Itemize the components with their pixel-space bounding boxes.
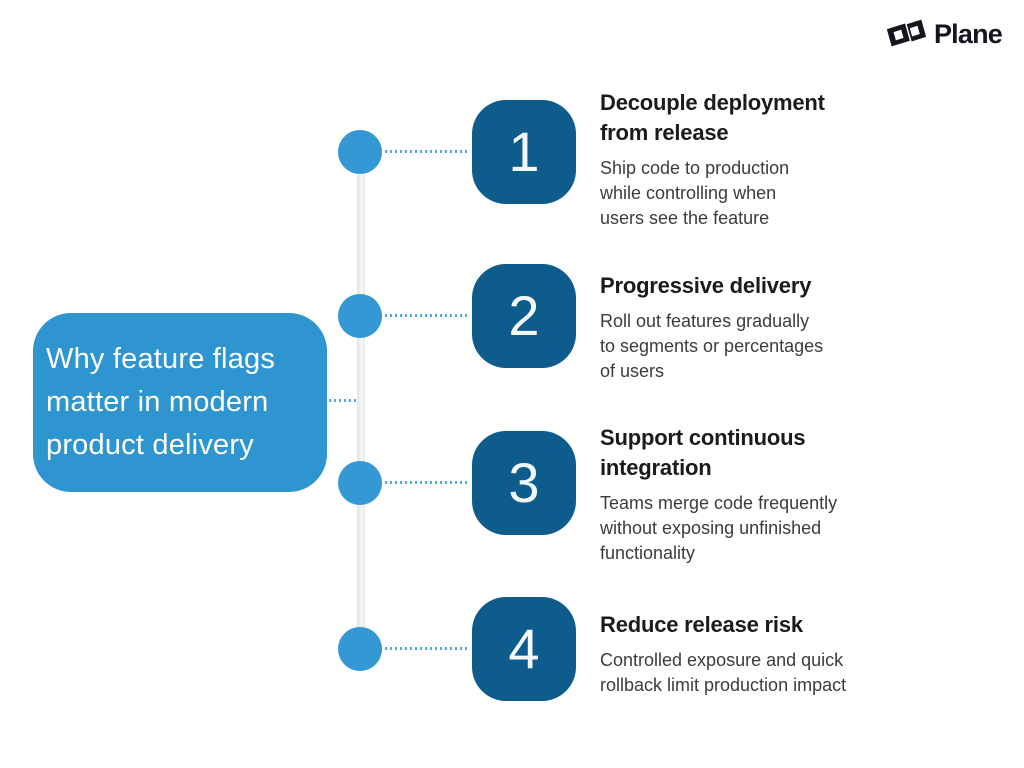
timeline-node-dot [338, 461, 382, 505]
step-number: 4 [508, 617, 540, 680]
step-content: Support continuous integration Teams mer… [600, 423, 940, 566]
step-number: 1 [508, 120, 540, 183]
step-heading: Support continuous integration [600, 425, 806, 480]
timeline-node-dot [338, 294, 382, 338]
page-title: Why feature flags matter in modern produ… [46, 343, 276, 461]
dotted-connector [385, 150, 470, 153]
step-number-badge: 1 [472, 100, 576, 204]
step-content: Decouple deployment from release Ship co… [600, 88, 940, 231]
step-description: Teams merge code frequently without expo… [600, 493, 838, 563]
step-description: Roll out features gradually to segments … [600, 311, 824, 381]
timeline-item-2: 2 Progressive delivery Roll out features… [338, 236, 998, 396]
step-description: Controlled exposure and quick rollback l… [600, 650, 847, 695]
plane-logo-icon [884, 19, 927, 49]
timeline-item-3: 3 Support continuous integration Teams m… [338, 403, 998, 563]
timeline-node-dot [338, 130, 382, 174]
step-heading: Reduce release risk [600, 612, 803, 637]
step-number-badge: 4 [472, 597, 576, 701]
timeline-item-4: 4 Reduce release risk Controlled exposur… [338, 569, 998, 729]
step-content: Progressive delivery Roll out features g… [600, 271, 940, 384]
step-number-badge: 3 [472, 431, 576, 535]
dotted-connector [385, 481, 470, 484]
title-card: Why feature flags matter in modern produ… [33, 313, 327, 492]
step-number: 2 [508, 284, 540, 347]
timeline-spine [357, 152, 365, 649]
step-number: 3 [508, 451, 540, 514]
step-heading: Decouple deployment from release [600, 90, 825, 145]
dotted-connector [385, 647, 470, 650]
timeline-item-1: 1 Decouple deployment from release Ship … [338, 72, 998, 232]
title-card-connector [329, 399, 357, 402]
timeline-node-dot [338, 627, 382, 671]
step-description: Ship code to production while controllin… [600, 158, 790, 228]
step-content: Reduce release risk Controlled exposure … [600, 610, 940, 698]
step-heading: Progressive delivery [600, 273, 812, 298]
plane-logo-text: Plane [933, 18, 1003, 49]
step-number-badge: 2 [472, 264, 576, 368]
dotted-connector [385, 314, 470, 317]
plane-logo: Plane [884, 16, 1003, 52]
